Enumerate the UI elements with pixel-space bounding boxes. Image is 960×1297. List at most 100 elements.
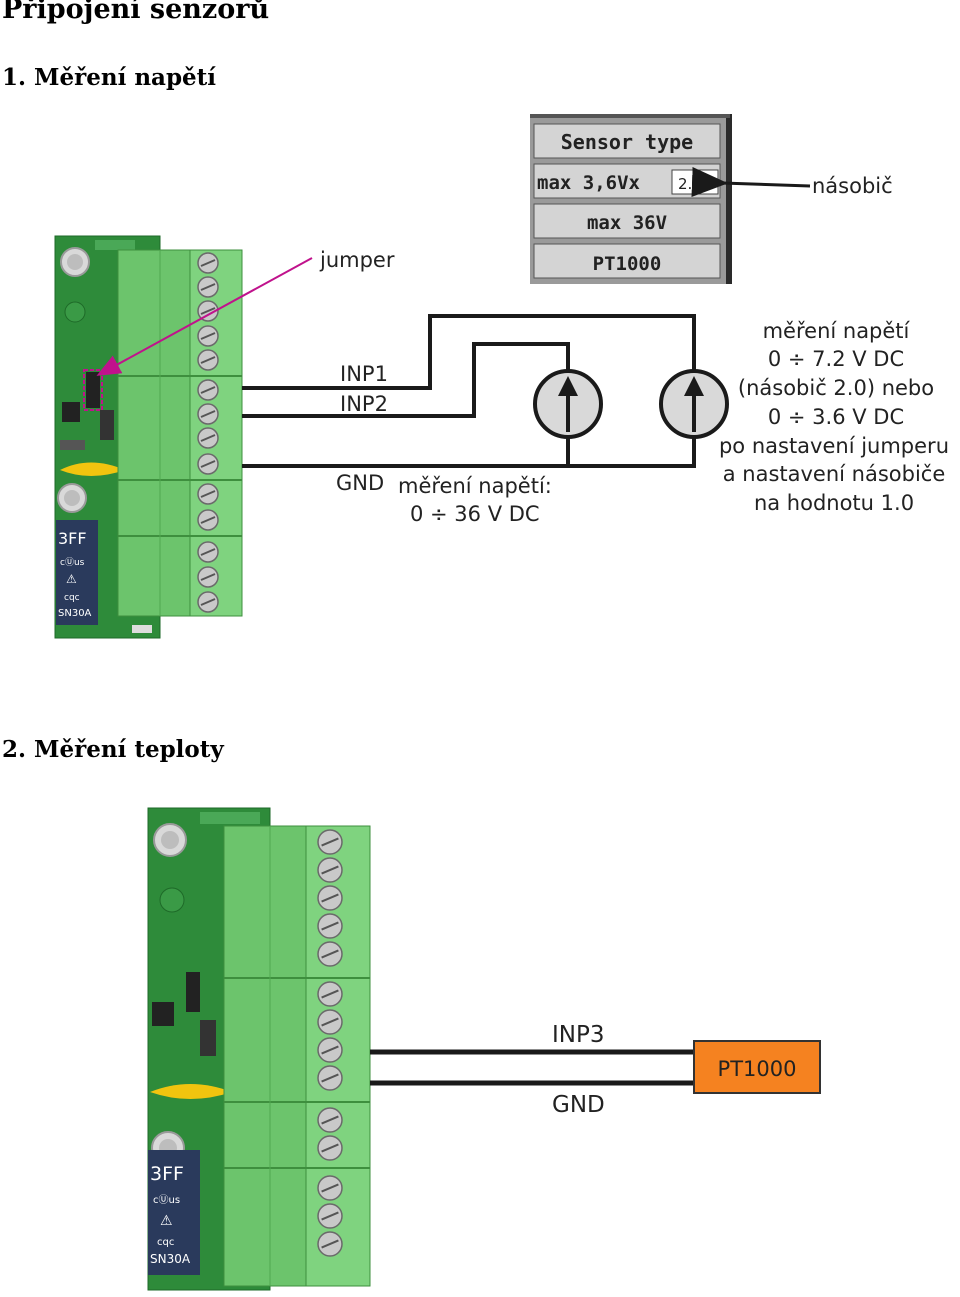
- gnd-label: GND: [552, 1092, 605, 1118]
- note-line: 0 ÷ 3.6 V DC: [768, 405, 904, 429]
- terminal-screw: [317, 1065, 343, 1091]
- screw-slot: [321, 1017, 339, 1027]
- screw-slot: [321, 1143, 339, 1153]
- screw-slot: [200, 573, 216, 581]
- svg-text:max 36V: max 36V: [587, 212, 667, 234]
- screw-slot: [200, 386, 216, 394]
- relay-label-line: ⚠: [160, 1213, 173, 1229]
- terminal-screw: [317, 913, 343, 939]
- mounting-hole: [153, 823, 187, 857]
- relay-label-line: 3FF: [58, 529, 87, 548]
- svg-text:2.0: 2.0: [678, 175, 702, 193]
- screw-slot: [321, 1239, 339, 1249]
- terminal-screw: [317, 1175, 343, 1201]
- screw-slot: [200, 434, 216, 442]
- inp1-label: INP1: [340, 362, 388, 386]
- option-pt1000[interactable]: [533, 243, 721, 279]
- section-heading-temperature: 2. Měření teploty: [2, 736, 224, 763]
- capacitor: [150, 1084, 232, 1099]
- screw-slot: [321, 1183, 339, 1193]
- relay: [148, 1150, 200, 1275]
- relay-label-line: SN30A: [150, 1252, 191, 1266]
- terminal-blocks: [117, 249, 243, 617]
- screw-slot: [200, 460, 216, 468]
- section-heading-voltage: 1. Měření napětí: [2, 64, 217, 91]
- terminal-screw: [317, 885, 343, 911]
- screw-slot: [200, 598, 216, 606]
- terminal-screw: [317, 941, 343, 967]
- note-line: na hodnotu 1.0: [754, 491, 914, 515]
- screw-slot: [200, 307, 216, 315]
- wiring: [370, 1049, 694, 1086]
- measure36-line1: měření napětí:: [398, 474, 552, 498]
- page-title: Připojení senzorů: [2, 0, 270, 25]
- terminal-blocks: [223, 825, 371, 1287]
- screw-slot: [200, 490, 216, 498]
- terminal-screw: [317, 1037, 343, 1063]
- relay-label-line: cⓊus: [153, 1194, 180, 1206]
- svg-text:PT1000: PT1000: [593, 253, 662, 275]
- screw-slot: [321, 1115, 339, 1125]
- screw-slot: [321, 1045, 339, 1055]
- screw-slot: [200, 259, 216, 267]
- voltage-measurement-diagram: 3FF cⓊus ⚠ cqc SN30A Sensor type max 3,6…: [54, 114, 949, 639]
- note-line: (násobič 2.0) nebo: [738, 376, 934, 400]
- jumper-pointer-arrow: [96, 257, 313, 376]
- screw-slot: [200, 283, 216, 291]
- jumper-header: [86, 372, 100, 408]
- multiplier-label: násobič: [812, 174, 893, 198]
- jumper-highlight: [83, 369, 103, 411]
- voltmeter-left: [533, 369, 603, 439]
- relay-label-line: ⚠: [66, 572, 77, 586]
- screw-slot: [321, 921, 339, 931]
- screw-slot: [200, 516, 216, 524]
- pt1000-label: PT1000: [718, 1057, 797, 1081]
- screw-slot: [200, 332, 216, 340]
- screw-slot: [321, 1073, 339, 1083]
- sensor-type-header: [533, 123, 721, 159]
- terminal-screw: [317, 1009, 343, 1035]
- measure36-line2: 0 ÷ 36 V DC: [410, 502, 540, 526]
- sensor-type-panel: Sensor type max 3,6Vx 2.0 max 36V PT1000: [530, 114, 732, 284]
- screw-slot: [321, 865, 339, 875]
- inp2-label: INP2: [340, 392, 388, 416]
- note-line: a nastavení násobiče: [723, 462, 946, 486]
- screw-slot: [321, 949, 339, 959]
- jumper-header: [186, 972, 200, 1012]
- screw-slot: [321, 1211, 339, 1221]
- terminal-screw: [317, 829, 343, 855]
- terminal-screw: [317, 857, 343, 883]
- terminal-screw: [317, 981, 343, 1007]
- screw-slot: [321, 837, 339, 847]
- wiring: [242, 314, 696, 468]
- relay: [56, 520, 98, 625]
- relay-label-line: cqc: [64, 593, 80, 603]
- option-36v[interactable]: [533, 203, 721, 239]
- voltmeter-right: [659, 369, 729, 439]
- screw-slot: [321, 989, 339, 999]
- multiplier-pointer-arrow: [691, 166, 811, 197]
- terminal-screw: [317, 1203, 343, 1229]
- screw-slot: [200, 410, 216, 418]
- note-line: po nastavení jumperu: [719, 434, 949, 458]
- relay-label-line: cqc: [157, 1237, 174, 1248]
- screw-slot: [200, 548, 216, 556]
- jumper-label: jumper: [319, 248, 395, 272]
- inp3-label: INP3: [552, 1022, 605, 1048]
- terminal-screw: [317, 1231, 343, 1257]
- relay-label-line: cⓊus: [60, 557, 85, 568]
- screw-slot: [200, 356, 216, 364]
- terminal-screw: [317, 1135, 343, 1161]
- svg-text:max 3,6Vx: max 3,6Vx: [537, 172, 640, 194]
- pcb-board: 3FF cⓊus ⚠ cqc SN30A: [147, 807, 271, 1291]
- note-line: 0 ÷ 7.2 V DC: [768, 347, 904, 371]
- relay-label-line: 3FF: [150, 1163, 184, 1185]
- screw-slot: [321, 893, 339, 903]
- relay-label-line: SN30A: [58, 608, 92, 619]
- svg-text:Sensor type: Sensor type: [561, 130, 693, 154]
- gnd-label: GND: [336, 471, 384, 495]
- capacitor: [60, 462, 125, 476]
- note-line: měření napětí: [763, 319, 911, 343]
- pt1000-sensor: PT1000: [693, 1040, 821, 1094]
- terminal-screw: [317, 1107, 343, 1133]
